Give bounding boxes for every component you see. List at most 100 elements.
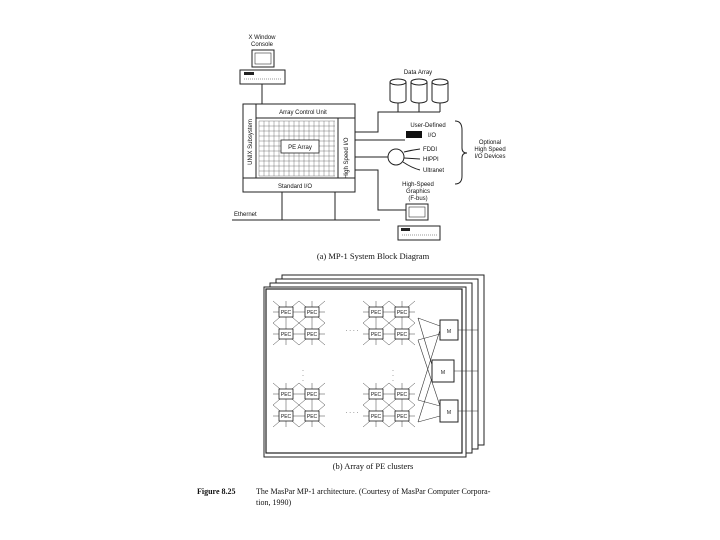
pe-array-label: PE Array bbox=[288, 145, 312, 151]
graphics-key-row bbox=[401, 228, 410, 231]
console-monitor-icon bbox=[251, 49, 275, 68]
pec-label: PEC bbox=[281, 392, 292, 398]
hub-link-ultranet bbox=[402, 161, 421, 171]
dots-right-1: · bbox=[392, 368, 394, 374]
router-bot-label: M bbox=[447, 410, 451, 416]
pec-box bbox=[394, 410, 410, 422]
pec-label: PEC bbox=[307, 310, 318, 316]
ethernet-label: Ethernet bbox=[234, 212, 257, 218]
pec-label: PEC bbox=[307, 414, 318, 420]
dots-left-1: · bbox=[302, 368, 304, 374]
pe-array-box bbox=[280, 139, 320, 154]
optional-devices-brace: Optional High Speed I/O Devices bbox=[454, 120, 506, 185]
data-array-label: Data Array bbox=[404, 70, 432, 76]
dots-left-3: · bbox=[302, 378, 304, 384]
figure-label: Figure 8.25 bbox=[197, 487, 236, 496]
link-graphics bbox=[355, 169, 406, 211]
pec-label: PEC bbox=[371, 332, 382, 338]
pec-label: PEC bbox=[397, 392, 408, 398]
optional-label-2: High Speed bbox=[474, 147, 505, 153]
pec-box bbox=[304, 410, 320, 422]
console-key-row bbox=[244, 72, 254, 75]
pec-label: PEC bbox=[371, 414, 382, 420]
ultranet-label: Ultranet bbox=[423, 168, 444, 174]
pec-box bbox=[394, 306, 410, 318]
brace-icon bbox=[454, 120, 468, 185]
pec-box bbox=[278, 410, 294, 422]
caption-a: (a) MP-1 System Block Diagram bbox=[317, 251, 430, 261]
pec-label: PEC bbox=[281, 414, 292, 420]
unix-subsystem-label: UNIX Subsystem bbox=[248, 119, 254, 165]
caption-b: (b) Array of PE clusters bbox=[333, 461, 414, 471]
disk-icon-2 bbox=[410, 78, 428, 104]
highspeed-links bbox=[355, 111, 440, 211]
network-hub: FDDI HIPPI Ultranet bbox=[387, 147, 444, 174]
dots-right-2: · bbox=[392, 373, 394, 379]
disk-icon-3 bbox=[431, 78, 449, 104]
optional-label-3: I/O Devices bbox=[474, 154, 505, 160]
pec-label: PEC bbox=[281, 332, 292, 338]
ethernet-bus: Ethernet bbox=[232, 192, 380, 221]
hub-circle-icon bbox=[387, 148, 405, 166]
console-label-2: Console bbox=[251, 42, 274, 48]
graphics-label-2: Graphics bbox=[406, 189, 430, 195]
pec-box bbox=[304, 328, 320, 340]
optional-label-1: Optional bbox=[479, 140, 501, 146]
router-top-label: M bbox=[447, 329, 451, 335]
graphics-label-1: High-Speed bbox=[402, 182, 434, 188]
dots-top: · · · · bbox=[346, 328, 359, 334]
user-defined-io: User-Defined I/O bbox=[406, 123, 446, 139]
system-block-diagram: X Window Console Array Control Unit UNIX… bbox=[232, 35, 506, 261]
pec-box bbox=[278, 306, 294, 318]
graphics-monitor-icon bbox=[405, 203, 429, 221]
data-array: Data Array bbox=[389, 70, 449, 112]
user-defined-label-1: User-Defined bbox=[410, 123, 445, 129]
pec-box bbox=[368, 306, 384, 318]
dots-left-2: · bbox=[302, 373, 304, 379]
graphics-label-3: (F-bus) bbox=[408, 196, 427, 202]
pec-box bbox=[368, 410, 384, 422]
disk-icon-1 bbox=[389, 78, 407, 104]
system-cabinet bbox=[242, 103, 356, 193]
user-io-device-icon bbox=[406, 131, 422, 138]
hub-link-fddi bbox=[403, 148, 421, 153]
high-speed-io-label: High Speed I/O bbox=[344, 137, 350, 178]
hub-link-hippi bbox=[403, 157, 421, 160]
standard-io-label: Standard I/O bbox=[278, 184, 312, 190]
pec-box bbox=[394, 388, 410, 400]
pec-box bbox=[394, 328, 410, 340]
fddi-label: FDDI bbox=[423, 147, 437, 153]
pec-label: PEC bbox=[307, 392, 318, 398]
router-links bbox=[417, 317, 478, 423]
pec-label: PEC bbox=[397, 310, 408, 316]
hippi-label: HIPPI bbox=[423, 157, 439, 163]
pe-cluster-diagram: PEC PEC PEC PEC PEC PEC PEC PEC PEC PEC PEC PEC PEC P… bbox=[263, 274, 485, 471]
pec-label: PEC bbox=[397, 332, 408, 338]
console-label-1: X Window bbox=[248, 35, 276, 41]
link-data-array bbox=[355, 111, 440, 133]
x-window-console: X Window Console bbox=[239, 35, 286, 104]
pec-box bbox=[304, 306, 320, 318]
pec-box bbox=[368, 388, 384, 400]
figure-text-line-1: The MasPar MP-1 architecture. (Courtesy … bbox=[256, 487, 491, 496]
pec-box bbox=[278, 328, 294, 340]
pec-clusters: PEC PEC PEC PEC PEC PEC PEC PEC PEC PEC PEC PEC PEC P… bbox=[272, 300, 416, 428]
user-defined-label-2: I/O bbox=[428, 133, 436, 139]
pec-box bbox=[304, 388, 320, 400]
pec-box bbox=[278, 388, 294, 400]
pec-label: PEC bbox=[307, 332, 318, 338]
pec-label: PEC bbox=[371, 392, 382, 398]
graphics-screen bbox=[408, 206, 426, 218]
high-speed-graphics: High-Speed Graphics (F-bus) bbox=[397, 182, 441, 241]
dots-right-3: · bbox=[392, 378, 394, 384]
figure-text-line-2: tion, 1990) bbox=[256, 498, 291, 507]
pec-box bbox=[368, 328, 384, 340]
pec-label: PEC bbox=[281, 310, 292, 316]
dots-bottom: · · · · bbox=[346, 410, 359, 416]
router-mid-label: M bbox=[441, 370, 445, 376]
figure-caption: Figure 8.25 The MasPar MP-1 architecture… bbox=[197, 487, 491, 507]
pec-label: PEC bbox=[397, 414, 408, 420]
system-enclosure: Array Control Unit UNIX Subsystem High S… bbox=[242, 103, 356, 193]
pec-label: PEC bbox=[371, 310, 382, 316]
